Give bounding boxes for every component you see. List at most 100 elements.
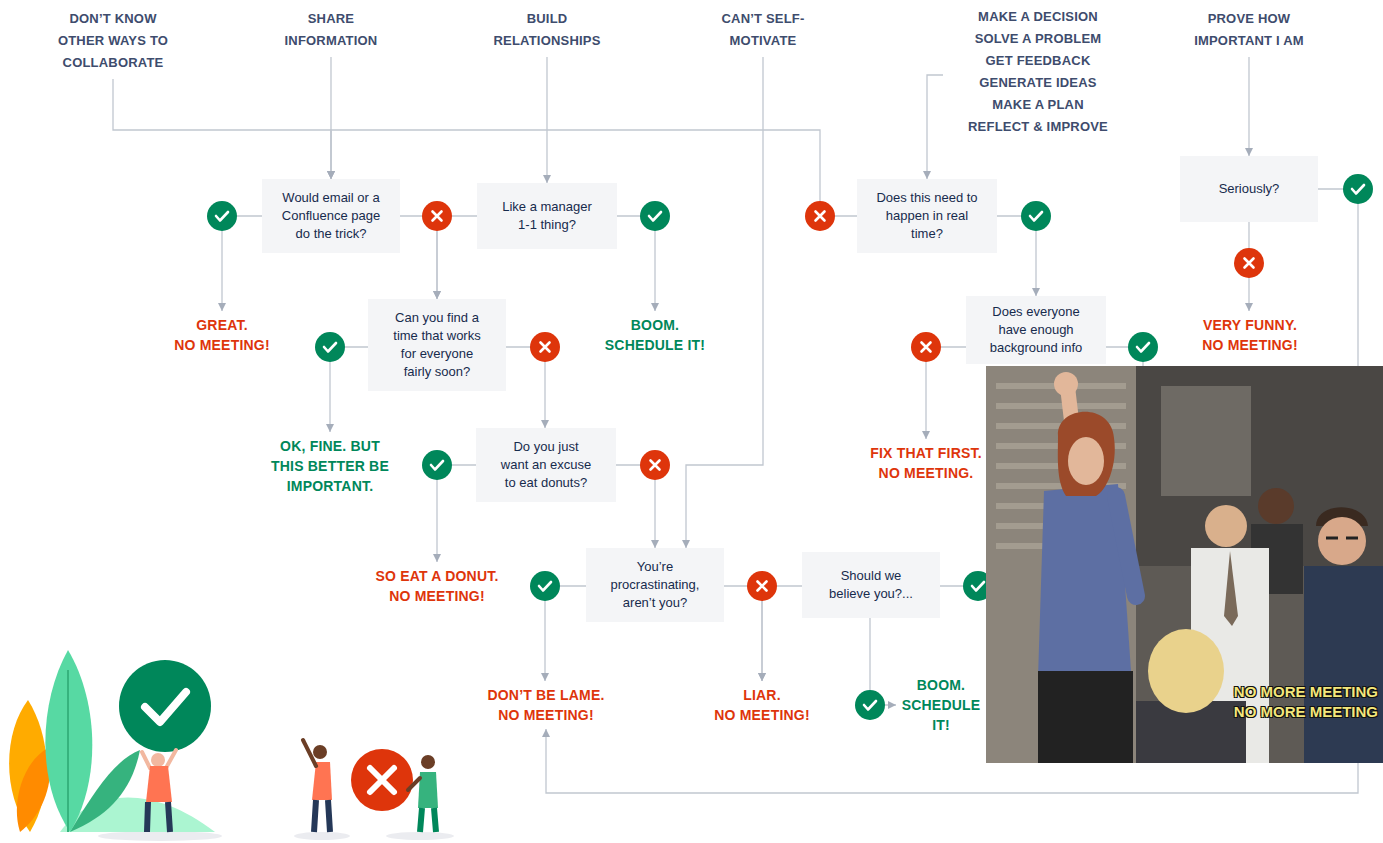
path-shape [303, 740, 316, 766]
path-shape [541, 343, 550, 352]
path-shape [1058, 412, 1115, 496]
rect-shape [1304, 566, 1383, 763]
path-shape [431, 461, 443, 470]
circle-shape [313, 745, 327, 759]
question-text: Does this need to happen in real time? [869, 189, 985, 243]
question-text: Does everyone have enough background inf… [978, 303, 1094, 357]
path-shape [1116, 496, 1136, 596]
outcome-label: GREAT.NO MEETING! [157, 315, 287, 355]
flow-connector [617, 216, 655, 311]
circle-shape [530, 571, 560, 601]
question-text: Seriously? [1192, 180, 1306, 198]
outcome-label: OK, FINE. BUT THIS BETTER BE IMPORTANT. [268, 436, 393, 496]
start-label: SHARE INFORMATION [271, 8, 391, 52]
circle-shape [530, 332, 560, 362]
subtitle-text: NO MORE MEETING [1234, 683, 1378, 701]
g-shape [1343, 174, 1373, 204]
path-shape [420, 808, 436, 832]
start-text: DON’T KNOW OTHER WAYS TO COLLABORATE [53, 8, 173, 74]
outcome-text: NO MEETING! [702, 705, 822, 725]
flow-connector [546, 189, 1358, 793]
question-text: You’re procrastinating, aren’t you? [598, 558, 712, 612]
start-text: MAKE A DECISION [948, 6, 1128, 28]
path-shape [922, 343, 931, 352]
circle-shape [315, 332, 345, 362]
photo-inset: NO MORE MEETING NO MORE MEETING [986, 366, 1383, 763]
path-shape [147, 802, 170, 832]
ellipse-shape [294, 832, 350, 840]
g-shape [1021, 201, 1051, 231]
start-text: SOLVE A PROBLEM [948, 28, 1128, 50]
decision-box: Would email or a Confluence page do the … [262, 179, 400, 253]
start-text: REFLECT & IMPROVE [948, 116, 1128, 138]
g-shape [1234, 248, 1264, 278]
decision-box: Do you just want an excuse to eat donuts… [476, 428, 616, 502]
outcome-text: NO MEETING! [157, 335, 287, 355]
rect-shape [1038, 671, 1133, 763]
path-shape [1245, 259, 1254, 268]
g-shape [422, 450, 452, 480]
path-shape [142, 750, 176, 768]
path-shape [216, 212, 228, 221]
outcome-text: FIX THAT FIRST. [866, 443, 986, 463]
circle-shape [1054, 372, 1078, 396]
subtitle-text: NO MORE MEETING [1234, 703, 1378, 721]
g-shape [315, 332, 345, 362]
start-text: GET FEEDBACK [948, 50, 1128, 72]
path-shape [324, 343, 336, 352]
start-text: GENERATE IDEAS [948, 72, 1128, 94]
g-shape [911, 332, 941, 362]
path-shape [1137, 343, 1149, 352]
path-shape [146, 766, 172, 802]
rect-shape [986, 366, 1383, 763]
circle-shape [1318, 517, 1366, 565]
g-shape [1128, 332, 1158, 362]
flow-connector [113, 79, 331, 179]
start-label: DON’T KNOW OTHER WAYS TO COLLABORATE [53, 8, 173, 74]
outcome-text: LIAR. [702, 685, 822, 705]
path-shape [70, 750, 140, 832]
path-shape [1030, 212, 1042, 221]
g-shape [207, 201, 237, 231]
path-shape [864, 701, 876, 710]
outcome-text: BOOM. [590, 315, 720, 335]
g-shape [422, 201, 452, 231]
decision-box: Should we believe you?... [802, 552, 940, 618]
outcome-text: DON’T BE LAME. [481, 685, 611, 705]
circle-shape [1205, 505, 1247, 547]
outcome-label: BOOM.SCHEDULE IT! [590, 315, 720, 355]
circle-shape [640, 450, 670, 480]
start-label: CAN’T SELF-MOTIVATE [698, 8, 828, 52]
flow-connector [724, 586, 762, 681]
path-shape [370, 768, 394, 792]
path-shape [1352, 185, 1364, 194]
decision-box: Seriously? [1180, 156, 1318, 222]
question-text: Like a manager 1-1 thing? [499, 198, 595, 234]
outcome-label: BOOM.SCHEDULE IT! [900, 675, 982, 735]
start-text: BUILD RELATIONSHIPS [482, 8, 612, 52]
start-label: MAKE A DECISIONSOLVE A PROBLEMGET FEEDBA… [948, 6, 1128, 138]
flow-connector [762, 586, 802, 681]
circle-shape [422, 201, 452, 231]
path-shape [758, 582, 767, 591]
circle-shape [422, 450, 452, 480]
path-shape [539, 582, 551, 591]
start-text: SHARE INFORMATION [271, 8, 391, 52]
path-shape [816, 212, 825, 221]
g-shape [640, 201, 670, 231]
flow-connector [437, 465, 476, 562]
circle-shape [640, 201, 670, 231]
path-shape [17, 748, 50, 832]
circle-shape [351, 749, 413, 811]
circle-shape [855, 690, 885, 720]
outcome-text: OK, FINE. BUT THIS BETTER BE IMPORTANT. [268, 436, 393, 496]
start-text: MAKE A PLAN [948, 94, 1128, 116]
rect-shape [986, 366, 1136, 763]
outcome-text: BOOM. [900, 675, 982, 695]
question-text: Would email or a Confluence page do the … [274, 189, 388, 243]
start-text: CAN’T SELF-MOTIVATE [698, 8, 828, 52]
outcome-text: NO MEETING! [1185, 335, 1315, 355]
start-label: PROVE HOW IMPORTANT I AM [1174, 8, 1324, 52]
path-shape [145, 692, 186, 722]
